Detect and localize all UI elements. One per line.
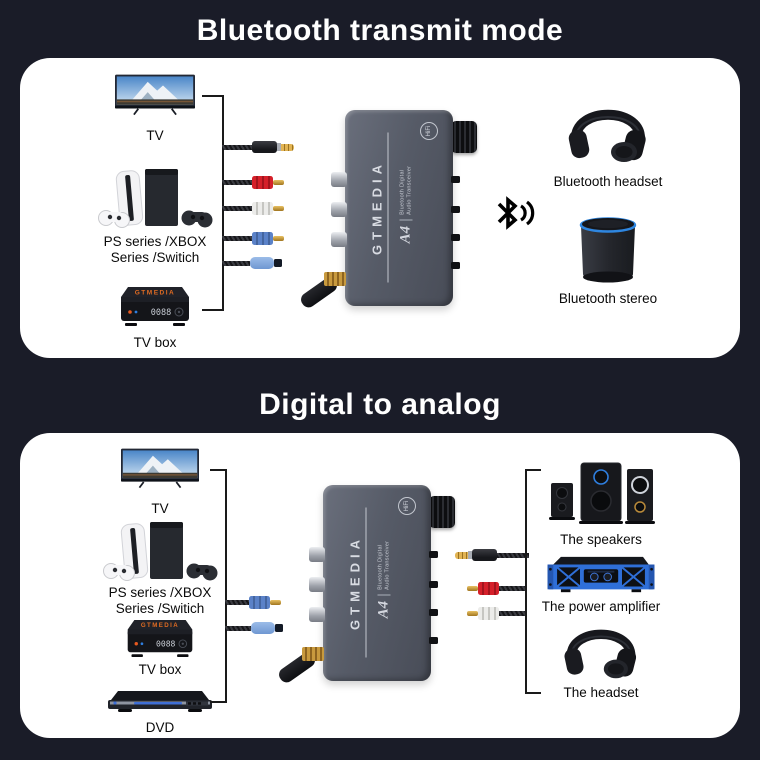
optical-cable (225, 620, 283, 636)
hifi-badge: HiFi (420, 122, 438, 140)
source-label-consoles: PS series /XBOX Series /Switich (60, 585, 260, 617)
device-button-icon (451, 206, 460, 213)
bluetooth-signal-icon (497, 196, 535, 230)
tv-icon (121, 448, 199, 489)
device-button-icon (429, 551, 438, 558)
sink-label-amplifier: The power amplifier (541, 599, 661, 614)
volume-knob-icon (429, 496, 455, 528)
source-label-tvbox: TV box (138, 662, 182, 677)
source-label-consoles-line1: PS series /XBOX (103, 234, 207, 249)
device-model: A4 (375, 600, 392, 619)
tv-box-icon: GTMEDIA 0088 (121, 287, 189, 326)
device-model-block: A4 Bluetooth Digital Audio Transceiver (398, 130, 415, 280)
device-body (345, 110, 453, 306)
sink-label-stereo: Bluetooth stereo (558, 291, 658, 306)
device-subtitle-line1: Bluetooth Digital (377, 544, 384, 590)
tv-box-brand-text: GTMEDIA (135, 290, 175, 297)
source-bracket (202, 95, 224, 311)
source-bracket (210, 469, 227, 703)
source-label-consoles-line1: PS series /XBOX (108, 585, 212, 600)
rca-cable-white (467, 605, 525, 621)
tv-box-brand-text: GTMEDIA (141, 622, 179, 629)
device-body (323, 485, 431, 681)
device-subtitle-line1: Bluetooth Digital (399, 169, 406, 215)
rca-cable-white (222, 200, 284, 216)
device-model: A4 (397, 225, 414, 244)
rca-cable-blue (222, 230, 284, 246)
rca-port-icon (331, 232, 347, 247)
device-subtitle-line2: Audio Transceiver (406, 165, 412, 215)
tv-box-icon: GTMEDIA 0088 (127, 620, 193, 658)
a4-transceiver-device: HiFi GTMEDIA A4 Bluetooth Digital Audio … (298, 110, 477, 311)
source-label-tvbox: TV box (133, 335, 177, 350)
sink-label-headset: The headset (563, 685, 639, 700)
rca-port-icon (309, 607, 325, 622)
aux-cable (222, 139, 294, 155)
source-label-consoles-line2: Series /Switich (110, 250, 200, 265)
source-label-consoles: PS series /XBOX Series /Switich (55, 234, 255, 266)
aux-cable (455, 547, 529, 563)
source-label-tv: TV (146, 128, 164, 143)
rca-port-icon (309, 577, 325, 592)
device-button-icon (429, 609, 438, 616)
section2-panel: TV PS series /XBOX Series /Switich GTMED… (20, 433, 740, 738)
coaxial-cable-blue (225, 594, 281, 610)
antenna-connector-icon (324, 272, 346, 286)
rca-cable-red (467, 580, 525, 596)
sink-label-headset: Bluetooth headset (553, 174, 663, 189)
tv-box-display: 0088 (156, 640, 176, 649)
rca-port-icon (309, 547, 325, 562)
section2-title: Digital to analog (259, 388, 501, 421)
device-button-icon (429, 637, 438, 644)
sink-label-speakers: The speakers (560, 532, 642, 547)
volume-knob-icon (451, 121, 477, 153)
antenna-connector-icon (302, 647, 324, 661)
device-brand: GTMEDIA (369, 132, 389, 283)
device-model-block: A4 Bluetooth Digital Audio Transceiver (376, 505, 393, 655)
headphones-icon (564, 629, 637, 679)
device-button-icon (429, 581, 438, 588)
tv-icon (115, 74, 195, 116)
game-consoles-icon (98, 169, 213, 228)
rca-port-icon (331, 202, 347, 217)
speakers-2-1-icon (549, 462, 655, 524)
device-brand: GTMEDIA (347, 507, 367, 658)
hifi-badge: HiFi (398, 497, 416, 515)
optical-cable (222, 255, 282, 271)
dvd-player-icon (108, 691, 212, 712)
game-consoles-icon (103, 522, 218, 581)
output-bracket (525, 469, 541, 694)
section1-title: Bluetooth transmit mode (196, 14, 564, 47)
headphones-icon (568, 109, 646, 162)
device-subtitle-line2: Audio Transceiver (384, 540, 390, 590)
device-button-icon (451, 176, 460, 183)
rca-cable-red (222, 174, 284, 190)
tv-box-display: 0088 (151, 308, 171, 318)
section1-panel: TV PS series /XBOX Series /Switich GTMED… (20, 58, 740, 358)
device-button-icon (451, 262, 460, 269)
power-amplifier-icon (547, 556, 655, 593)
source-label-tv: TV (151, 501, 169, 516)
source-label-dvd: DVD (145, 720, 175, 735)
bluetooth-speaker-icon (579, 217, 637, 283)
source-label-consoles-line2: Series /Switich (115, 601, 205, 616)
device-button-icon (451, 234, 460, 241)
a4-transceiver-device: HiFi GTMEDIA A4 Bluetooth Digital Audio … (276, 485, 455, 686)
rca-port-icon (331, 172, 347, 187)
